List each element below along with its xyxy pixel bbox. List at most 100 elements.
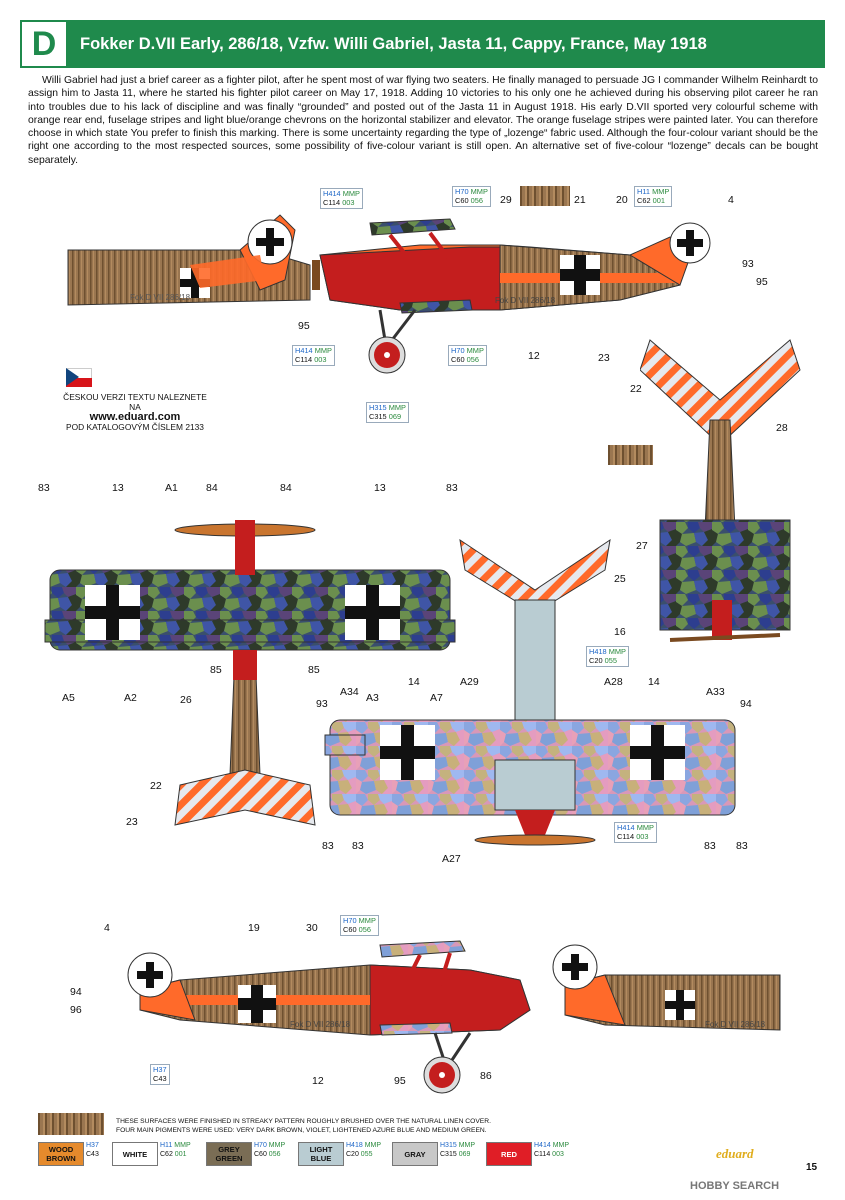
callout-a28: A28 xyxy=(604,676,623,688)
profile-side-view-left: Fok D VII 286/18 xyxy=(312,218,711,341)
callout-12-b: 12 xyxy=(312,1075,324,1087)
callout-19: 19 xyxy=(248,922,260,934)
callout-85-a: 85 xyxy=(210,664,222,676)
callout-85-b: 85 xyxy=(308,664,320,676)
callout-84-a: 84 xyxy=(206,482,218,494)
footer-note: THESE SURFACES WERE FINISHED IN STREAKY … xyxy=(116,1117,636,1135)
callout-a1: A1 xyxy=(165,482,178,494)
callout-4: 4 xyxy=(728,194,734,206)
callout-23: 23 xyxy=(598,352,610,364)
callout-83-b: 83 xyxy=(446,482,458,494)
wheel-right xyxy=(423,1056,461,1094)
profile-letter: D xyxy=(22,22,66,66)
callout-95-c: 95 xyxy=(394,1075,406,1087)
callout-4-b: 4 xyxy=(104,922,110,934)
header-bar xyxy=(20,20,825,68)
callout-83-f: 83 xyxy=(736,840,748,852)
callout-84-b: 84 xyxy=(280,482,292,494)
callout-22: 22 xyxy=(630,383,642,395)
callout-a33: A33 xyxy=(706,686,725,698)
page-title: Fokker D.VII Early, 286/18, Vzfw. Willi … xyxy=(80,35,707,53)
callout-a34: A34 xyxy=(340,686,359,698)
legend-light-blue: LIGHT BLUE xyxy=(298,1142,344,1166)
callout-29: 29 xyxy=(500,194,512,206)
callout-28: 28 xyxy=(776,422,788,434)
callout-a27: A27 xyxy=(442,853,461,865)
description-text: Willi Gabriel had just a brief career as… xyxy=(28,75,818,166)
wood-swatch-footer xyxy=(38,1113,104,1135)
czech-flag xyxy=(66,368,92,387)
callout-96: 96 xyxy=(70,1004,82,1016)
callout-27: 27 xyxy=(636,540,648,552)
callout-a7: A7 xyxy=(430,692,443,704)
callout-23-b: 23 xyxy=(126,816,138,828)
svg-text:Fok D VII 286/18: Fok D VII 286/18 xyxy=(290,1020,351,1029)
page-number: 15 xyxy=(806,1162,818,1173)
callout-a29: A29 xyxy=(460,676,479,688)
callout-14-a: 14 xyxy=(408,676,420,688)
czech-url: www.eduard.com xyxy=(89,411,181,423)
wood-swatch-2 xyxy=(608,445,653,465)
callout-26: 26 xyxy=(180,694,192,706)
footer-note-line1: THESE SURFACES WERE FINISHED IN STREAKY … xyxy=(116,1118,491,1125)
callout-25: 25 xyxy=(614,573,626,585)
plan-view-bottom xyxy=(324,538,736,846)
callout-12: 12 xyxy=(528,350,540,362)
callout-13-a: 13 xyxy=(112,482,124,494)
plan-view-top xyxy=(44,520,456,826)
czech-line1: ČESKOU VERZI TEXTU NALEZNETE NA xyxy=(63,392,207,412)
legend-grey-green: GREY GREEN xyxy=(206,1142,252,1166)
callout-a3: A3 xyxy=(366,692,379,704)
legend-white: WHITE xyxy=(112,1142,158,1166)
callout-86: 86 xyxy=(480,1070,492,1082)
callout-83-a: 83 xyxy=(38,482,50,494)
top-view-tail xyxy=(640,339,801,642)
callout-a2: A2 xyxy=(124,692,137,704)
legend-gray: GRAY xyxy=(392,1142,438,1166)
callout-93: 93 xyxy=(742,258,754,270)
czech-note: ČESKOU VERZI TEXTU NALEZNETE NA www.edua… xyxy=(60,392,210,432)
callout-13-b: 13 xyxy=(374,482,386,494)
callout-83-e: 83 xyxy=(704,840,716,852)
wood-swatch xyxy=(520,186,570,206)
callout-83-d: 83 xyxy=(352,840,364,852)
callout-22-b: 22 xyxy=(150,780,162,792)
footer-note-line2: FOUR MAIN PIGMENTS WERE USED: VERY DARK … xyxy=(116,1127,487,1134)
left-side-view: Fok D VII 286/18 xyxy=(67,214,311,306)
legend-red: RED xyxy=(486,1142,532,1166)
watermark: HOBBY SEARCH xyxy=(690,1180,780,1192)
legend-wood-brown: WOOD BROWN xyxy=(38,1142,84,1166)
callout-95-b: 95 xyxy=(298,320,310,332)
callout-95: 95 xyxy=(756,276,768,288)
profile-side-view-right: Fok D VII 286/18 xyxy=(127,940,531,1064)
callout-94-b: 94 xyxy=(70,986,82,998)
callout-94: 94 xyxy=(740,698,752,710)
eduard-logo: eduard xyxy=(716,1146,754,1161)
callout-a5: A5 xyxy=(62,692,75,704)
wheel-left xyxy=(368,336,406,374)
callout-83-c: 83 xyxy=(322,840,334,852)
czech-line3: POD KATALOGOVÝM ČÍSLEM 2133 xyxy=(66,422,204,432)
callout-20: 20 xyxy=(616,194,628,206)
callout-30: 30 xyxy=(306,922,318,934)
callout-93-b: 93 xyxy=(316,698,328,710)
svg-text:Fok D VII 286/18: Fok D VII 286/18 xyxy=(495,296,556,305)
callout-14-b: 14 xyxy=(648,676,660,688)
callout-21: 21 xyxy=(574,194,586,206)
svg-text:Fok D VII 286/18: Fok D VII 286/18 xyxy=(130,293,191,302)
